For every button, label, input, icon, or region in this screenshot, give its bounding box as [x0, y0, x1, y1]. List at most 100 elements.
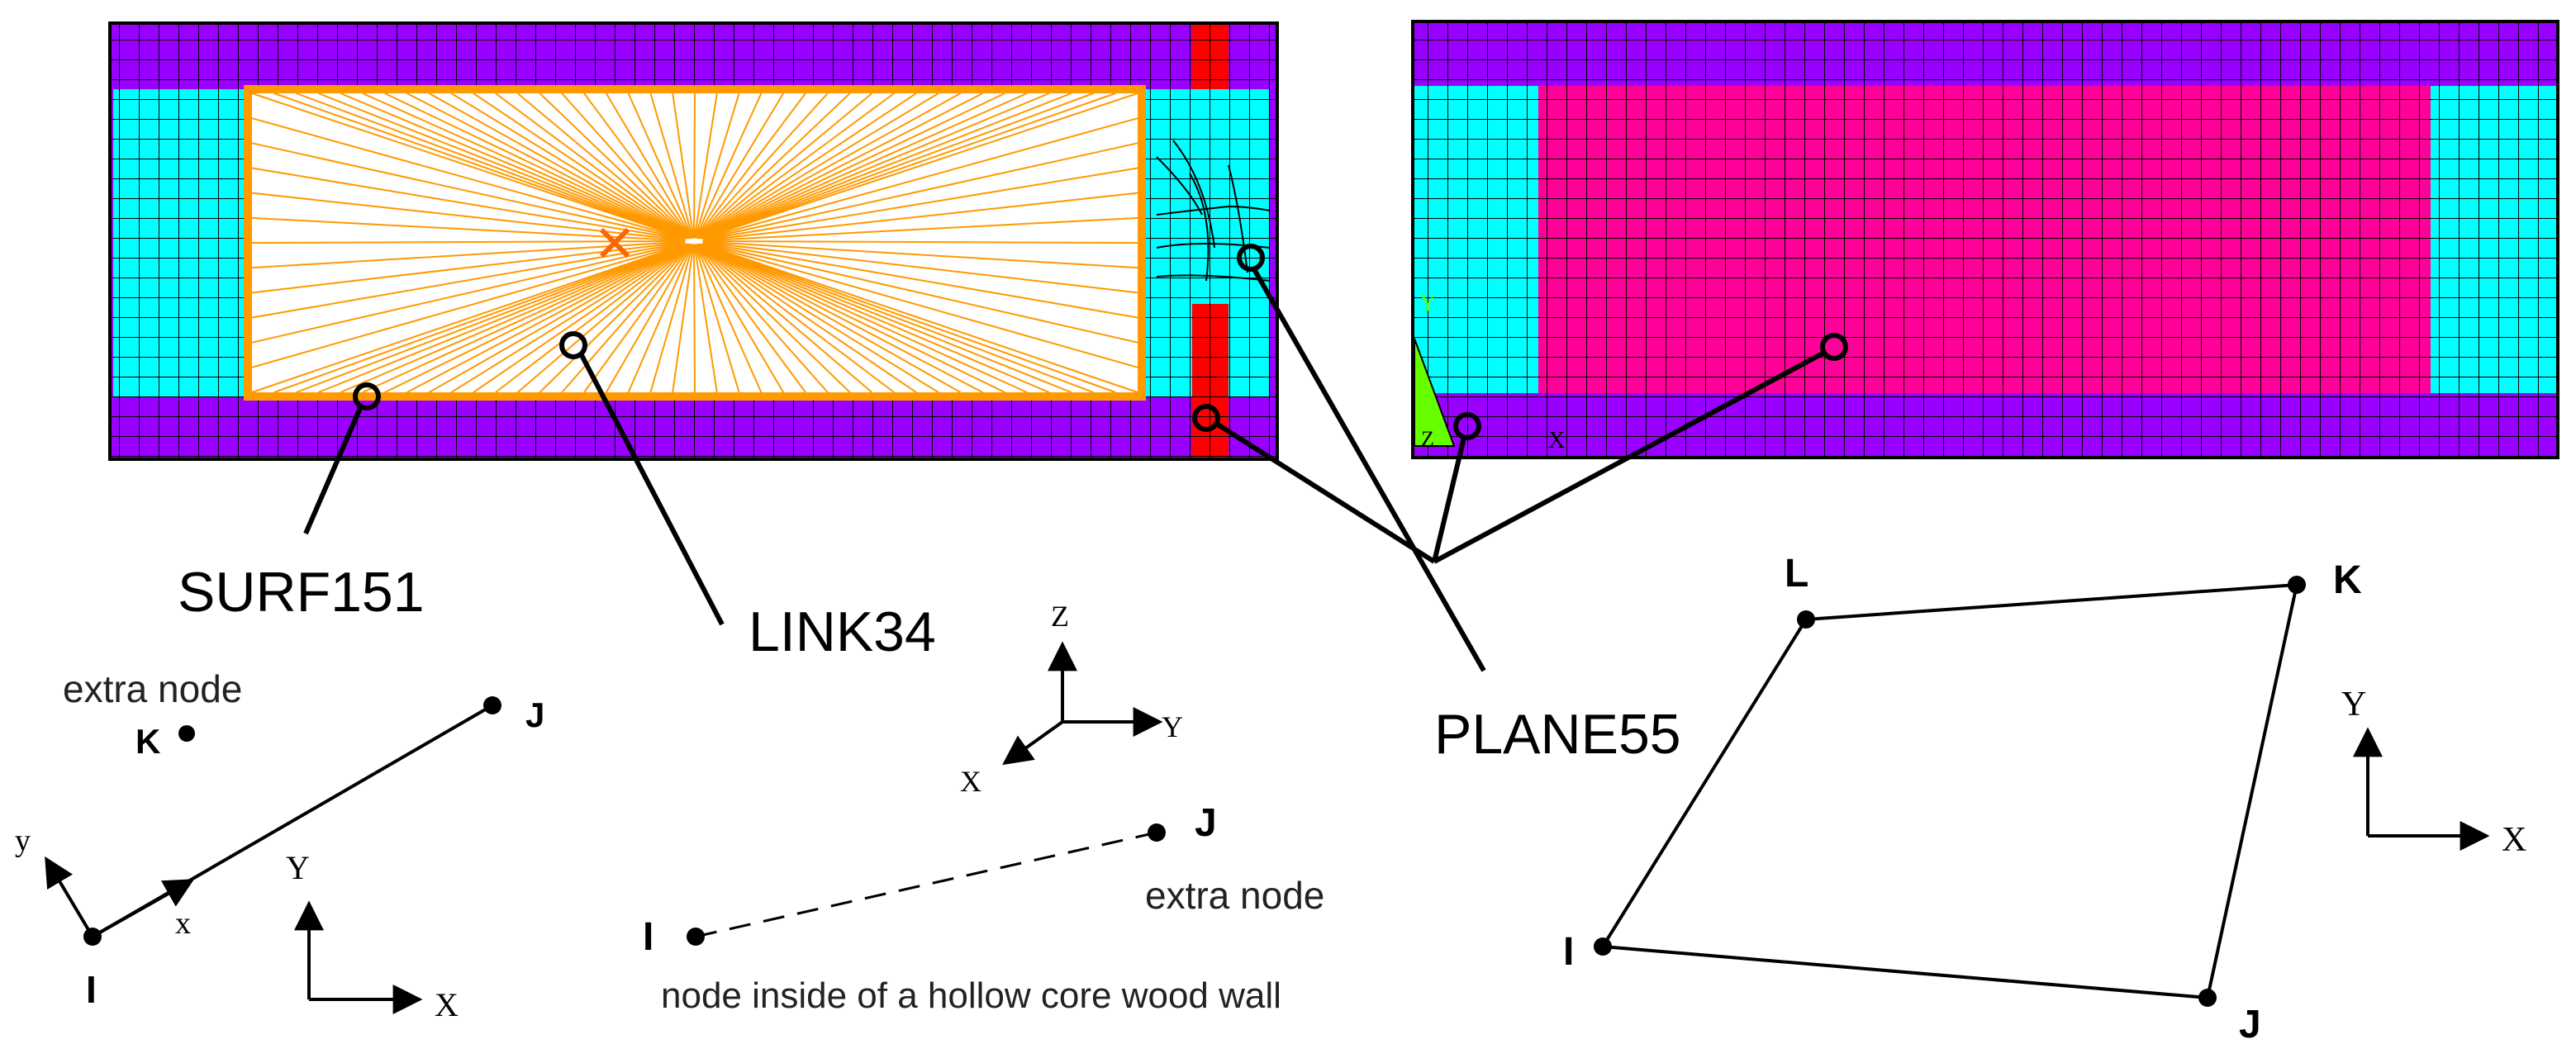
link34-fan-lines: [251, 93, 1138, 393]
surf151-extra-node: extra node: [63, 667, 242, 710]
fan-line: [693, 244, 696, 393]
fan-line: [696, 243, 851, 393]
fan-line: [700, 93, 1028, 240]
fan-line: [693, 93, 718, 239]
fan-line: [696, 243, 873, 393]
svg-text:Z: Z: [1051, 600, 1069, 633]
plane55-label: PLANE55: [1434, 703, 1681, 766]
surf151-label: SURF151: [178, 561, 425, 624]
fan-line: [696, 243, 829, 393]
svg-text:X: X: [960, 765, 981, 798]
fan-line: [296, 93, 687, 240]
surf151-local-x-arrow: [92, 879, 195, 938]
surf151-marker: [353, 382, 381, 410]
fan-line: [700, 93, 1005, 240]
fan-line: [605, 93, 693, 239]
fan-line: [251, 142, 686, 240]
right-axis-z: Z: [1421, 427, 1434, 451]
svg-text:X: X: [2502, 821, 2526, 859]
fan-line: [701, 93, 1094, 240]
surf151-local-y-arrow: [45, 856, 94, 938]
svg-text:J: J: [525, 695, 544, 734]
fan-line: [702, 243, 1138, 393]
fan-line: [649, 244, 694, 393]
left-mesh-panel: [108, 21, 1279, 461]
fan-line: [340, 243, 687, 393]
fan-line: [672, 93, 695, 239]
fan-line: [702, 240, 1138, 244]
surf151-element-sketch: extra node K J I y x Y X: [15, 667, 544, 1023]
fan-line: [701, 93, 1116, 240]
fan-line: [539, 243, 692, 393]
fan-line: [251, 117, 686, 240]
fan-line: [702, 243, 1138, 368]
fan-line: [697, 243, 917, 393]
fan-line: [318, 243, 687, 393]
fan-line: [516, 93, 692, 240]
fan-line: [697, 243, 895, 393]
fan-line: [696, 93, 829, 240]
svg-text:Y: Y: [286, 849, 310, 886]
surf151-node-j: [483, 696, 501, 714]
plane55-node-k: [2288, 576, 2306, 594]
fan-line: [251, 243, 686, 368]
fan-line: [561, 244, 692, 393]
link34-caption: node inside of a hollow core wood wall: [661, 975, 1281, 1016]
svg-text:Y: Y: [2341, 686, 2366, 724]
fan-line: [672, 244, 695, 393]
svg-text:I: I: [643, 915, 654, 959]
right-mesh-panel: Y Z X: [1411, 20, 2559, 459]
link34-node-j: [1148, 823, 1166, 842]
fan-line: [362, 93, 688, 240]
plane55-marker-3: [1453, 412, 1481, 440]
centroid-marker: [599, 227, 630, 259]
surf151-node-i: [83, 928, 102, 946]
fan-line: [695, 244, 806, 393]
fan-line: [702, 242, 1138, 344]
fan-line: [251, 167, 686, 241]
fan-line: [318, 93, 687, 240]
fan-line: [702, 240, 1138, 269]
fan-line: [695, 244, 785, 393]
fan-line: [693, 93, 696, 239]
fan-line: [702, 93, 1138, 240]
fan-line: [516, 243, 692, 393]
fan-line: [627, 244, 694, 393]
fan-line: [701, 243, 1116, 393]
fan-line: [296, 243, 687, 393]
fan-line: [702, 142, 1138, 240]
plane55-node-i: [1594, 937, 1612, 956]
fan-line: [700, 243, 1005, 393]
fan-line: [702, 241, 1138, 319]
fan-line: [699, 93, 983, 240]
fan-line: [694, 93, 763, 239]
fan-line: [695, 93, 785, 239]
fan-line: [701, 93, 1050, 240]
plane55-node-j: [2198, 989, 2217, 1007]
fan-line: [701, 243, 1094, 393]
fan-line: [251, 241, 686, 294]
plane55-marker-4: [1820, 333, 1848, 361]
plane55-marker-1: [1237, 244, 1265, 272]
fan-line: [273, 243, 687, 393]
fan-line: [697, 93, 917, 240]
fan-line: [495, 243, 691, 393]
plane55-marker-2: [1192, 404, 1220, 432]
fan-line: [702, 167, 1138, 241]
fan-line: [406, 243, 689, 393]
fan-line: [384, 243, 688, 393]
fan-line: [702, 216, 1138, 242]
fan-line: [384, 93, 688, 240]
fan-line: [701, 93, 1072, 240]
fan-line: [251, 242, 686, 344]
fan-line: [362, 243, 688, 393]
fan-line: [698, 93, 962, 240]
svg-text:extra node: extra node: [1145, 874, 1324, 917]
svg-text:K: K: [2333, 558, 2362, 602]
svg-text:X: X: [435, 986, 459, 1023]
fan-line: [428, 243, 690, 393]
fan-line: [539, 93, 692, 240]
svg-text:y: y: [15, 823, 31, 858]
svg-text:K: K: [135, 722, 160, 761]
